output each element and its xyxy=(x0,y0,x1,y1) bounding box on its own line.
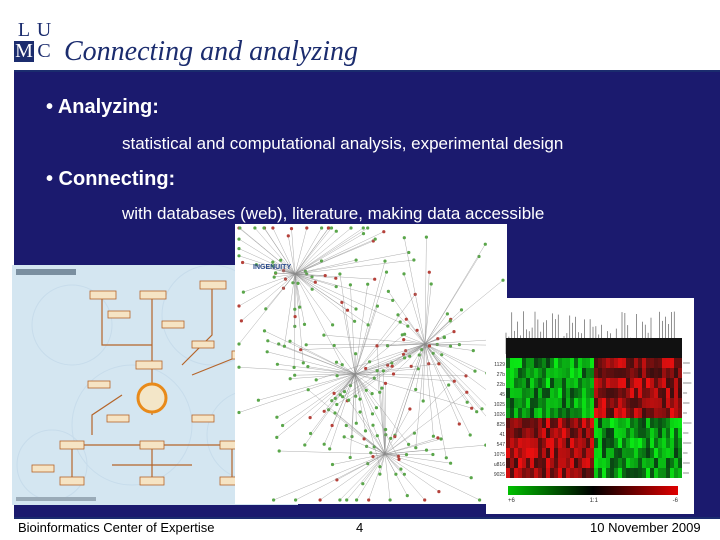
heatmap-row-label: 547 xyxy=(496,442,505,448)
slide-title: Connecting and analyzing xyxy=(64,36,358,67)
network-graph-image: INGENUITY xyxy=(235,224,507,504)
bullet-connecting: • Connecting: xyxy=(46,168,176,190)
heatmap-row-label: 9025 xyxy=(493,472,505,478)
bullet-connecting-detail: with databases (web), literature, making… xyxy=(122,204,545,223)
title-divider xyxy=(14,70,720,72)
heatmap-row-label: 41 xyxy=(499,432,505,438)
ingenuity-brand: INGENUITY xyxy=(253,264,292,271)
bullet-analyzing: • Analyzing: xyxy=(46,96,159,118)
lumc-logo: L U M C xyxy=(14,20,54,62)
scale-label-high: +6 xyxy=(508,498,515,504)
heatmap-image: 1129 27b 22b 45 1025 1026 825 41 547 1075 u816 9025… xyxy=(486,298,694,514)
footer-divider xyxy=(14,517,720,519)
heatmap-row-label: 1025 xyxy=(493,402,505,408)
heatmap-row-label: 1075 xyxy=(493,452,505,458)
heatmap-row-label: 1026 xyxy=(493,412,505,418)
heatmap-row-label: 825 xyxy=(496,422,505,428)
logo-letter-l: L xyxy=(17,19,31,41)
heatmap-row-label: u816 xyxy=(493,462,505,468)
scale-label-low: -6 xyxy=(672,498,678,504)
logo-letter-m: M xyxy=(14,40,34,62)
logo-letter-u: U xyxy=(36,19,52,41)
logo-letter-c: C xyxy=(37,40,51,62)
heatmap-row-label: 27b xyxy=(496,372,505,378)
heatmap-row-label: 1129 xyxy=(494,362,505,368)
footer-date: 10 November 2009 xyxy=(590,520,701,535)
footer-page-number: 4 xyxy=(356,520,364,535)
heatmap-row-label: 45 xyxy=(499,392,505,398)
bullet-analyzing-detail: statistical and computational analysis, … xyxy=(122,134,564,153)
footer-organization: Bioinformatics Center of Expertise xyxy=(18,520,215,535)
scale-label-mid: 1:1 xyxy=(589,498,598,504)
heatmap-row-label: 22b xyxy=(496,382,505,388)
